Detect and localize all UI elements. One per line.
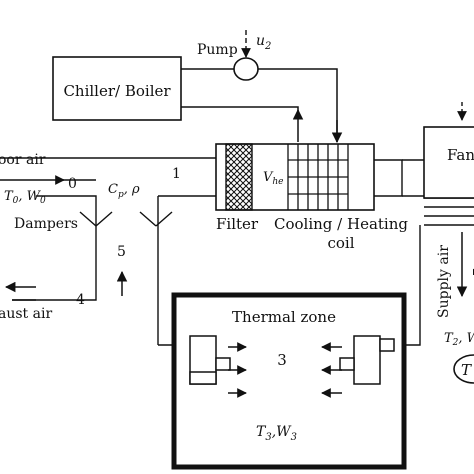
left-diffuser xyxy=(189,335,231,385)
exhaust-air-label: aust air xyxy=(0,306,52,322)
fan-box xyxy=(423,126,474,199)
node-1-label: 1 xyxy=(172,166,181,182)
t0-w0-label: T0, W0 xyxy=(4,189,46,206)
dampers-label: Dampers xyxy=(14,216,78,232)
sensor-label: T xyxy=(461,361,472,379)
pump-symbol xyxy=(233,57,259,81)
node-0-label: 0 xyxy=(68,176,77,192)
temperature-sensor xyxy=(453,354,474,384)
filter-element xyxy=(225,143,253,211)
coil-label-line1: Cooling / Heating xyxy=(274,215,408,233)
chiller-boiler-box xyxy=(52,56,182,121)
supply-air-label: Supply air xyxy=(436,245,452,318)
chiller-boiler-label: Chiller/ Boiler xyxy=(63,82,171,100)
t3-w3-label: T3,W3 xyxy=(256,424,297,443)
vhe-label: Vhe xyxy=(263,170,284,187)
node-4-label: 4 xyxy=(76,292,85,308)
filter-label: Filter xyxy=(216,215,259,233)
node-3-label: 3 xyxy=(277,351,287,369)
cp-rho-label: Cp, ρ xyxy=(108,182,140,200)
pump-input-label: u2 xyxy=(256,33,271,52)
dampers xyxy=(79,211,173,227)
coil-label-line2: coil xyxy=(327,234,354,252)
right-diffuser-arrows xyxy=(321,342,342,398)
t2-w2-label: T2, W xyxy=(444,331,474,348)
outdoor-air-label: oor air xyxy=(0,152,46,168)
pump-label: Pump xyxy=(197,42,238,58)
thermal-zone-label: Thermal zone xyxy=(232,308,336,326)
fan-label: Fan xyxy=(447,146,474,164)
air-handling-unit xyxy=(215,143,375,211)
pump-pipes xyxy=(181,68,338,142)
left-diffuser-arrows xyxy=(228,342,247,398)
node-2-label: 2 xyxy=(469,268,474,276)
right-diffuser xyxy=(339,335,395,385)
coil-element xyxy=(287,144,349,210)
node-5-label: 5 xyxy=(117,244,126,260)
